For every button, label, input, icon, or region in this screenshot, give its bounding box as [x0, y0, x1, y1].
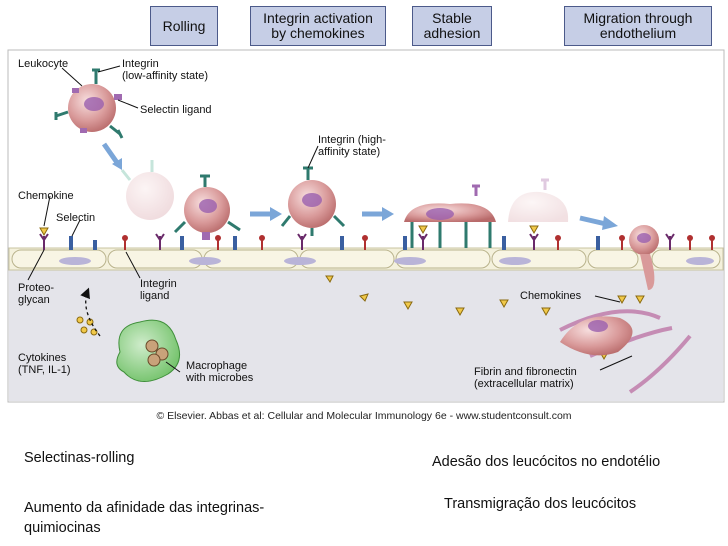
label-cytokines: Cytokines (TNF, IL-1)	[18, 352, 71, 376]
selectins	[69, 236, 600, 250]
stage-label: Stable adhesion	[423, 10, 481, 41]
caption-integrin: Aumento da afinidade das integrinas- qui…	[24, 500, 265, 536]
arrow-3	[579, 215, 607, 227]
stage-label: Rolling	[162, 17, 206, 34]
stage-label: Migration through endothelium	[583, 10, 693, 41]
leukocyte-ghost-migrating	[508, 178, 569, 222]
leader-lines	[27, 65, 633, 373]
integrin-ligands	[122, 235, 715, 250]
label-proteoglycan: Proteo- glycan	[18, 282, 55, 306]
stage-rolling: Rolling	[150, 6, 218, 46]
stage-integrin-activation: Integrin activation by chemokines	[250, 6, 386, 46]
caption-adhesion: Adesão dos leucócitos no endotélio	[432, 454, 661, 470]
arrow-to-rolling	[101, 142, 121, 166]
caption-transmigration: Transmigração dos leucócitos	[444, 496, 637, 512]
caption-rolling: Selectinas-rolling	[24, 450, 135, 466]
leukocyte-in-tissue	[560, 316, 633, 356]
endothelial-cells	[11, 249, 721, 269]
label-selectin-ligand: Selectin ligand	[140, 104, 212, 116]
leukocyte-rolling	[173, 174, 241, 240]
label-macrophage: Macrophage with microbes	[186, 360, 254, 384]
figure-credit: © Elsevier. Abbas et al: Cellular and Mo…	[156, 410, 572, 422]
leukocyte-transmigrating	[629, 225, 659, 290]
label-chemokine: Chemokine	[18, 190, 74, 202]
macrophage	[116, 319, 181, 382]
leukocyte-ghost-rolling	[120, 160, 174, 220]
label-leukocyte: Leukocyte	[18, 58, 69, 70]
label-fibrin: Fibrin and fibronectin (extracellular ma…	[474, 366, 577, 390]
leukocyte-adherent	[404, 184, 496, 248]
figure-artwork	[7, 49, 725, 403]
cytokine-dots	[76, 316, 98, 336]
endothelial-nuclei	[59, 257, 714, 265]
label-chemokines: Chemokines	[520, 290, 582, 302]
label-integrin-low: Integrin (low-affinity state)	[122, 58, 208, 82]
proteoglycans	[39, 233, 675, 250]
stage-label: Integrin activation by chemokines	[263, 10, 373, 41]
label-integrin-high: Integrin (high- affinity state)	[318, 134, 386, 158]
bound-chemokines	[39, 225, 539, 237]
leukocyte-activated	[280, 166, 346, 236]
label-integrin-ligand: Integrin ligand	[140, 278, 177, 302]
stage-migration: Migration through endothelium	[564, 6, 712, 46]
leukocyte-recruitment-figure: Rolling Integrin activation by chemokine…	[7, 6, 725, 422]
leukocyte-free	[54, 68, 124, 139]
stage-stable-adhesion: Stable adhesion	[412, 6, 492, 46]
label-selectin: Selectin	[56, 212, 96, 224]
